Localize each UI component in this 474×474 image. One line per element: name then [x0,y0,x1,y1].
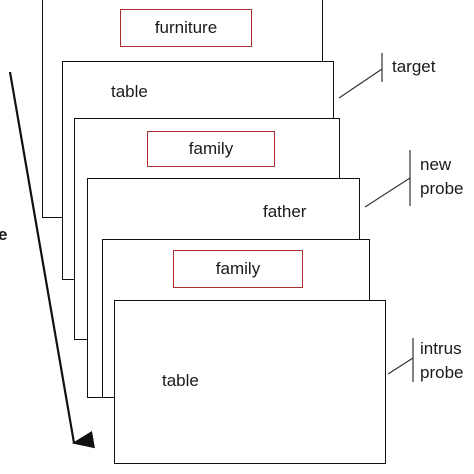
time-arrow [8,71,96,449]
label-new-probe: probe [420,179,464,198]
cue-box-family-1: family [147,131,275,167]
card-table-2: table [114,300,386,464]
label-left-fragment: e [0,225,8,244]
cue-box-furniture: furniture [120,9,252,47]
label-target: target [392,57,436,76]
word-table-1: table [111,82,148,101]
word-family-2: family [215,259,261,278]
word-family-1: family [188,139,234,158]
intrusion-probe-pointer [387,357,414,375]
cue-box-family-2: family [173,250,303,288]
word-furniture: furniture [154,18,218,37]
new-probe-pointer [364,177,411,208]
word-father: father [263,202,307,221]
label-intrusion: intrus [420,339,462,358]
label-intrusion-probe: probe [420,363,464,382]
label-new: new [420,155,452,174]
word-table-2: table [162,371,199,390]
target-pointer [338,68,383,99]
